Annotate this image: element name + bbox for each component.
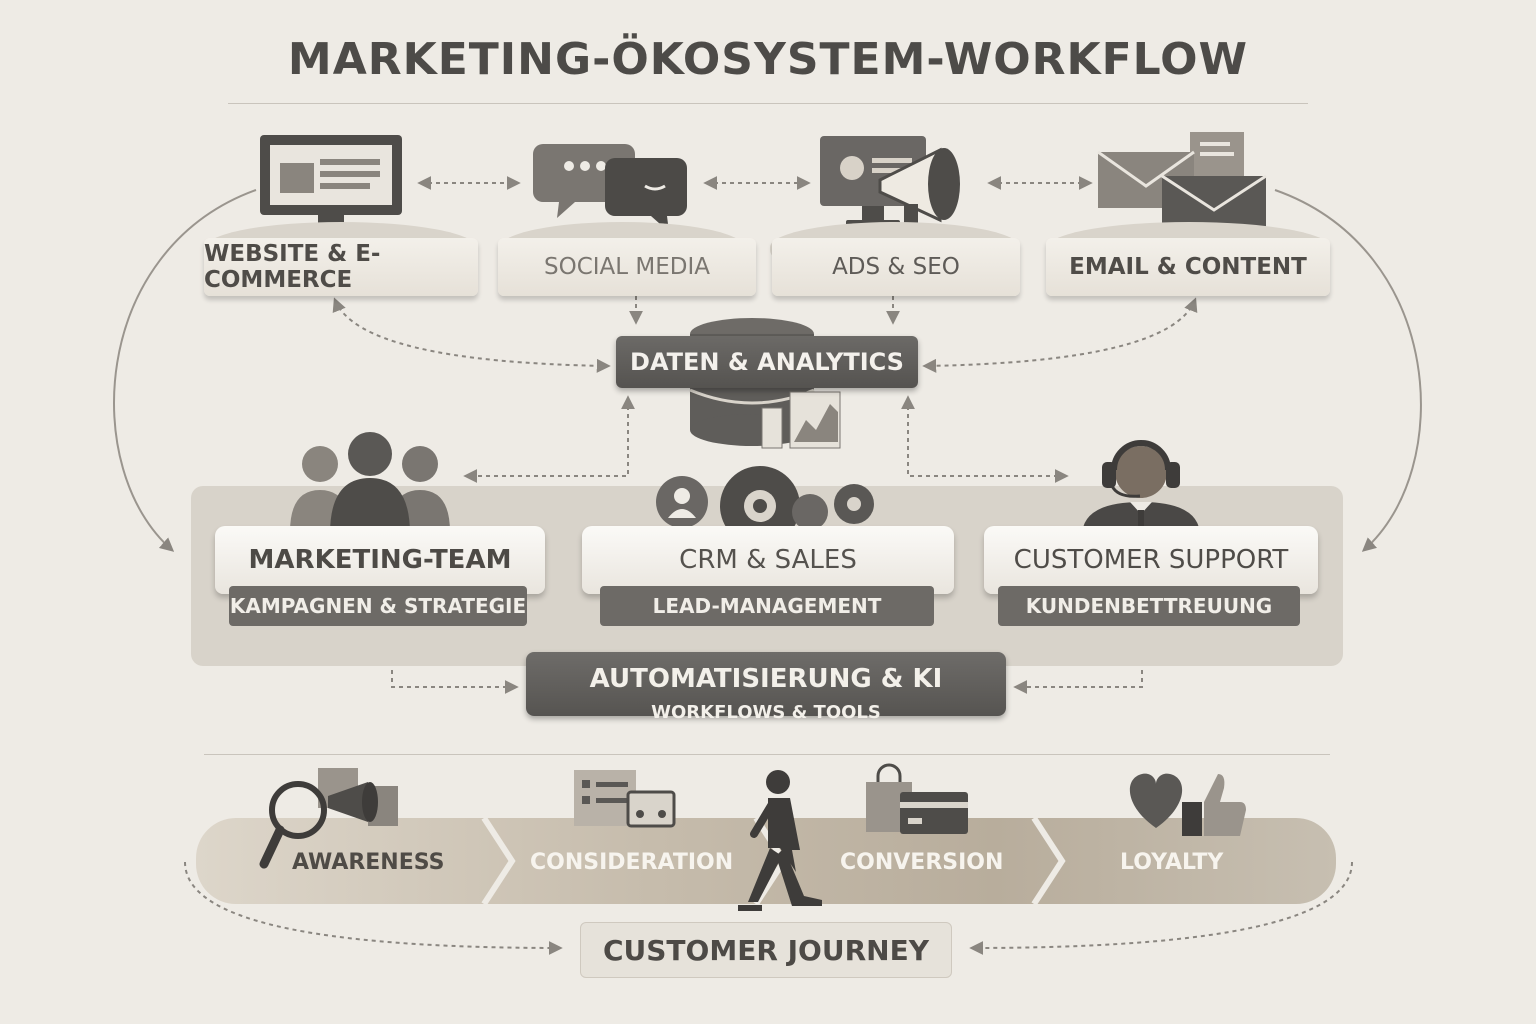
team-title: MARKETING-TEAM [248,545,512,575]
customer-journey-label: CUSTOMER JOURNEY [580,922,952,978]
channel-label: WEBSITE & E-COMMERCE [204,241,381,293]
gears-icon [656,466,874,540]
title-divider [228,103,1308,104]
team-crm-subtitle: LEAD-MANAGEMENT [600,586,934,626]
automation-title: AUTOMATISIERUNG & KI [589,664,943,694]
magnifier-megaphone-icon [259,768,398,869]
checklist-icon [574,770,676,828]
section-divider [204,754,1330,755]
channel-website: WEBSITE & E-COMMERCE [204,238,478,296]
channel-label: EMAIL & CONTENT [1069,254,1307,280]
automation-ribbon [526,652,1006,716]
heart-thumbs-up-icon [1129,773,1246,836]
team-subtitle: KAMPAGNEN & STRATEGIE [229,594,527,618]
page-title: MARKETING-ÖKOSYSTEM-WORKFLOW [287,34,1249,85]
channel-social-media: SOCIAL MEDIA [498,238,756,296]
people-group-icon [290,432,450,534]
team-marketing-subtitle: KAMPAGNEN & STRATEGIE [229,586,527,626]
channel-label: SOCIAL MEDIA [543,254,710,280]
chat-bubbles-icon [533,144,687,232]
headset-agent-icon [1082,440,1200,536]
stage-consideration: CONSIDERATION [530,850,734,875]
analytics-label: DATEN & ANALYTICS [630,348,904,376]
walking-person-icon [738,770,822,911]
team-support-subtitle: KUNDENBETTREUUNG [998,586,1300,626]
analytics-hub: DATEN & ANALYTICS [616,336,918,388]
channel-ads-seo: ADS & SEO [772,238,1020,296]
shopping-bag-card-icon [866,763,968,834]
envelope-icon [1097,132,1267,234]
team-title: CRM & SALES [679,545,857,575]
team-customer-support: CUSTOMER SUPPORT [984,526,1318,594]
automation-subtitle: WORKFLOWS & TOOLS [651,702,881,723]
customer-journey-text: CUSTOMER JOURNEY [602,933,929,967]
team-subtitle: LEAD-MANAGEMENT [652,594,882,618]
stage-loyalty: LOYALTY [1120,850,1224,875]
stage-awareness: AWARENESS [292,850,445,875]
channel-label: ADS & SEO [832,254,960,280]
team-title: CUSTOMER SUPPORT [1013,545,1289,575]
team-subtitle: KUNDENBETTREUUNG [1025,594,1273,618]
team-marketing: MARKETING-TEAM [215,526,545,594]
stage-conversion: CONVERSION [840,850,1004,875]
megaphone-icon [820,136,960,228]
channel-email-content: EMAIL & CONTENT [1046,238,1330,296]
team-crm-sales: CRM & SALES [582,526,954,594]
